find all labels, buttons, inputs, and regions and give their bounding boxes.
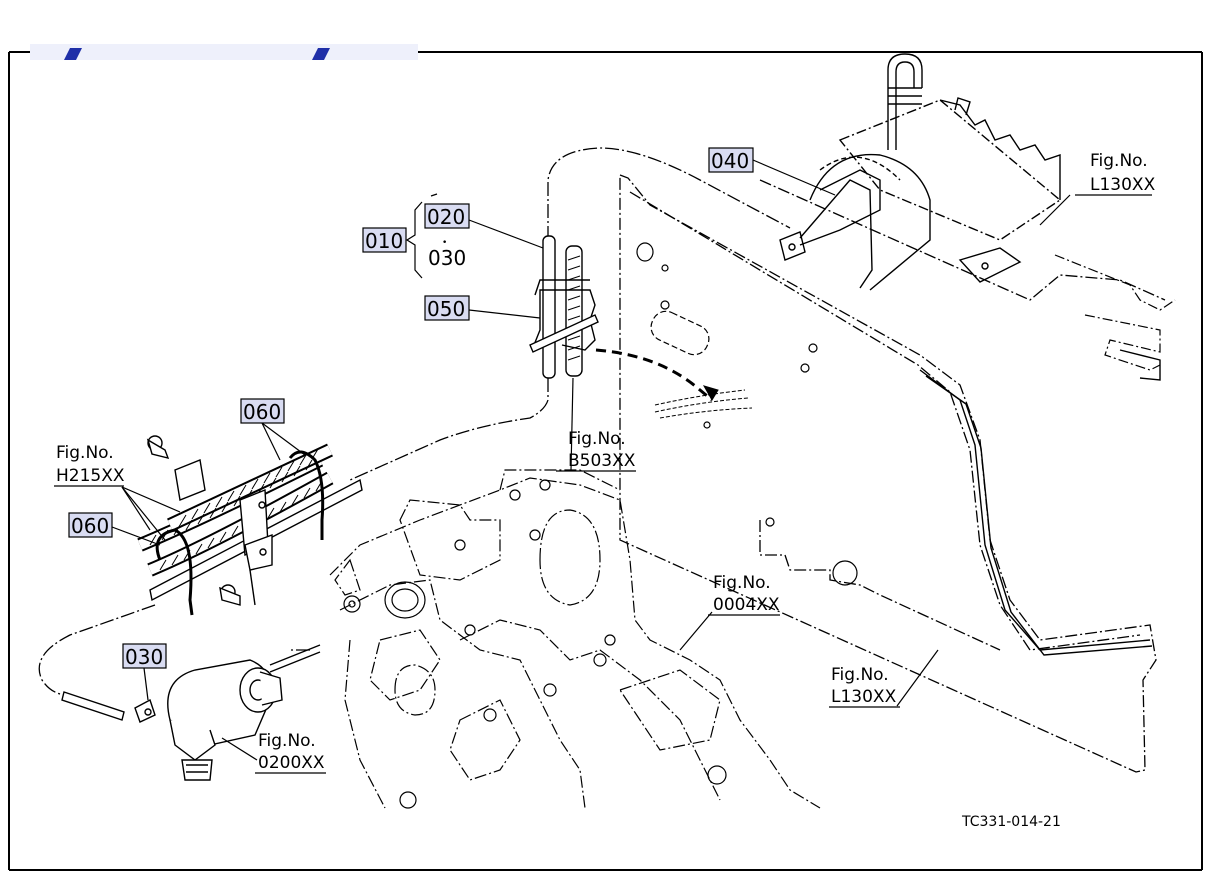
leader-lines <box>111 159 1071 761</box>
center-tube-clamp <box>529 235 599 379</box>
fig-ref-l130xx-top-prefix: Fig.No. <box>1090 151 1148 171</box>
fig-ref-l130xx-bottom-prefix: Fig.No. <box>831 665 889 685</box>
side-panel-outline <box>619 174 1166 773</box>
dot-separator: • <box>442 238 447 248</box>
callout-030-upper: 030 <box>428 246 466 270</box>
callout-060-upper: 060 <box>243 400 281 424</box>
housing-bolts <box>343 479 727 809</box>
fig-ref-0004xx-prefix: Fig.No. <box>713 573 771 593</box>
frame-rail <box>919 349 1161 656</box>
callout-060-lower: 060 <box>71 514 109 538</box>
routing-arrow <box>595 348 753 419</box>
drawing-code: TC331-014-21 <box>961 814 1061 830</box>
fig-ref-l130xx-bottom-code: L130XX <box>831 687 897 707</box>
fig-ref-b503xx-prefix: Fig.No. <box>568 429 626 449</box>
callout-boxes <box>68 147 754 669</box>
fig-ref-b503xx-code: B503XX <box>568 451 636 471</box>
fig-ref-0004xx-code: 0004XX <box>713 595 780 615</box>
fig-ref-h215xx-code: H215XX <box>56 466 125 486</box>
fig-ref-0200xx-code: 0200XX <box>258 753 325 773</box>
left-harness-assembly <box>137 435 363 616</box>
transmission-housing <box>329 469 821 809</box>
callout-020: 020 <box>427 205 465 229</box>
callout-050: 050 <box>427 297 465 321</box>
fig-ref-h215xx-prefix: Fig.No. <box>56 443 114 463</box>
upper-bracket-assembly <box>779 53 1062 291</box>
header-band <box>30 44 418 60</box>
fig-ref-l130xx-top-code: L130XX <box>1090 175 1156 195</box>
callout-010: 010 <box>365 229 403 253</box>
callout-030-lower: 030 <box>125 645 163 669</box>
fig-ref-0200xx-prefix: Fig.No. <box>258 731 316 751</box>
right-bracket <box>1054 254 1176 371</box>
side-panel-holes <box>636 242 858 586</box>
solenoid-sensor <box>61 644 321 781</box>
callout-040: 040 <box>711 149 749 173</box>
